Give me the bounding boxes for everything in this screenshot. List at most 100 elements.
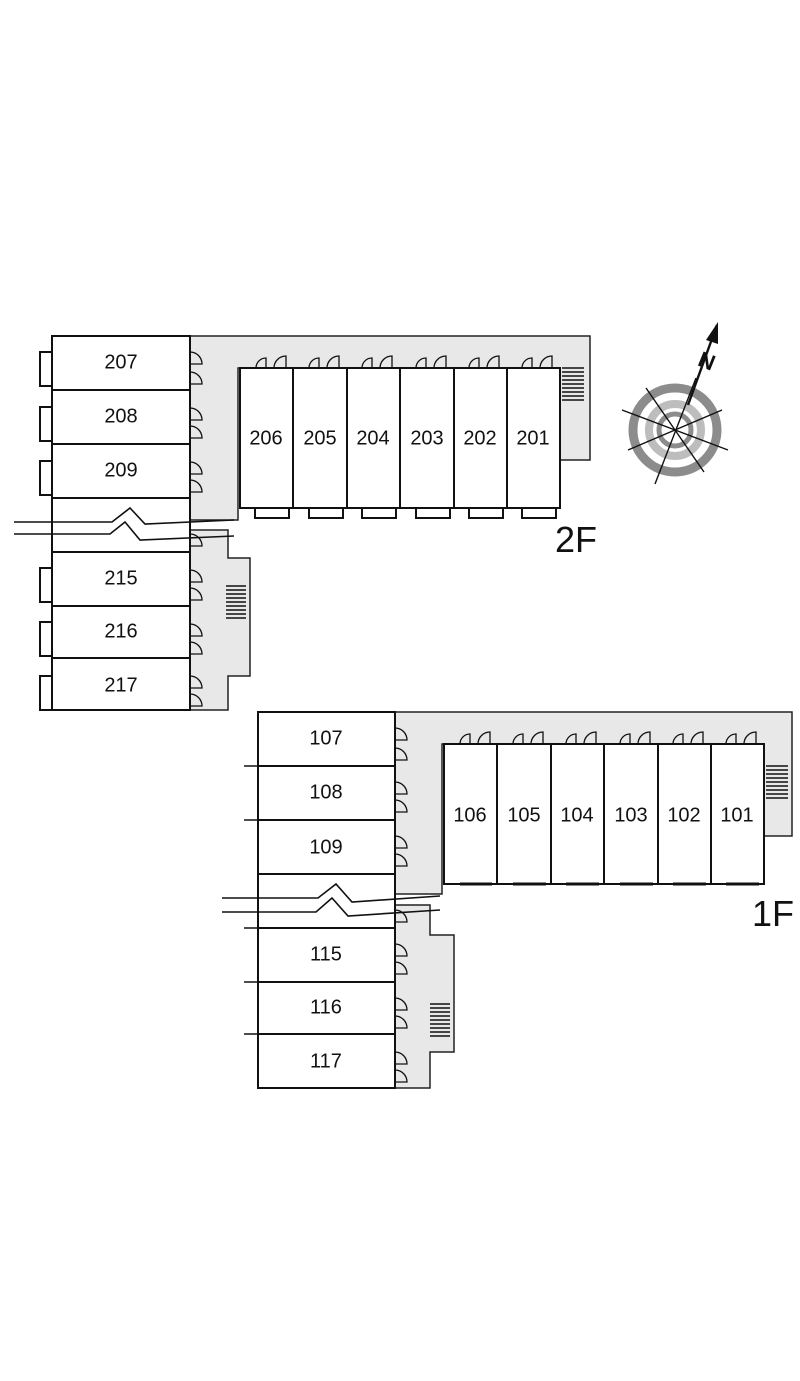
unit-label-207: 207 xyxy=(104,351,137,373)
door-icon xyxy=(361,357,373,369)
floor-1f-corridor-west xyxy=(394,904,455,1089)
door-icon xyxy=(189,533,203,547)
door-icon xyxy=(486,355,500,369)
door-icon xyxy=(477,731,491,745)
unit-205 xyxy=(292,367,348,509)
unit-label-116: 116 xyxy=(310,996,342,1018)
door-icon xyxy=(255,357,267,369)
door-icon xyxy=(530,731,544,745)
door-icon xyxy=(394,997,408,1011)
unit-217 xyxy=(51,657,191,711)
unit-207 xyxy=(51,335,191,391)
unit-label-206: 206 xyxy=(249,427,282,449)
unit-203 xyxy=(399,367,455,509)
unit-label-106: 106 xyxy=(453,804,486,826)
unit-label-105: 105 xyxy=(507,804,540,826)
unit-label-107: 107 xyxy=(309,727,342,749)
compass-north-label: N xyxy=(695,346,719,375)
balcony-sash xyxy=(39,460,53,496)
door-icon xyxy=(394,943,408,957)
staircase-icon xyxy=(766,765,788,799)
door-icon xyxy=(308,357,320,369)
unit-label-104: 104 xyxy=(560,804,593,826)
unit-label-201: 201 xyxy=(516,427,549,449)
door-icon xyxy=(189,407,203,421)
door-icon xyxy=(394,835,408,849)
unit-117 xyxy=(257,1033,396,1089)
unit-label-117: 117 xyxy=(310,1050,342,1072)
door-icon xyxy=(189,351,203,365)
floor-2f-plan: 207 208 209 215 216 217 xyxy=(14,335,597,711)
floor-1f-east-doors xyxy=(459,731,757,745)
balcony-sash xyxy=(39,567,53,603)
door-icon xyxy=(512,733,524,745)
door-icon xyxy=(189,623,203,637)
compass-center-ring xyxy=(656,411,694,449)
floor-2f-east-rooms: 206 205 204 203 202 201 xyxy=(239,367,561,519)
north-arrow-head xyxy=(706,322,718,344)
door-icon xyxy=(326,355,340,369)
door-icon xyxy=(565,733,577,745)
balcony-sash xyxy=(39,675,53,711)
balcony-sash xyxy=(39,406,53,442)
unit-209 xyxy=(51,443,191,499)
door-icon xyxy=(619,733,631,745)
break-line-icon xyxy=(222,882,441,917)
door-icon xyxy=(743,731,757,745)
unit-103 xyxy=(603,743,659,885)
compass-icon: N xyxy=(621,322,729,485)
balcony-sash xyxy=(308,507,344,519)
door-icon xyxy=(539,355,553,369)
unit-201 xyxy=(506,367,561,509)
unit-label-101: 101 xyxy=(720,804,753,826)
door-icon xyxy=(273,355,287,369)
unit-label-217: 217 xyxy=(104,674,137,696)
balcony-sash xyxy=(39,621,53,657)
staircase-icon xyxy=(226,585,246,619)
door-icon xyxy=(690,731,704,745)
door-icon xyxy=(189,371,203,385)
unit-101 xyxy=(710,743,765,885)
balcony-sash xyxy=(521,507,557,519)
unit-216 xyxy=(51,605,191,659)
floor-1f-label: 1F xyxy=(752,893,794,934)
door-icon xyxy=(394,781,408,795)
staircase-icon xyxy=(430,1003,450,1037)
break-line-icon xyxy=(14,506,235,541)
unit-label-202: 202 xyxy=(463,427,496,449)
door-icon xyxy=(725,733,737,745)
unit-label-108: 108 xyxy=(309,781,342,803)
unit-label-215: 215 xyxy=(104,567,137,589)
door-icon xyxy=(189,693,203,707)
balcony-sash xyxy=(415,507,451,519)
door-icon xyxy=(637,731,651,745)
door-icon xyxy=(189,587,203,601)
door-icon xyxy=(394,799,408,813)
unit-204 xyxy=(346,367,401,509)
unit-label-204: 204 xyxy=(356,427,389,449)
floor-1f-west-rooms: 107 108 109 115 116 117 xyxy=(244,711,396,1089)
unit-label-103: 103 xyxy=(614,804,647,826)
unit-116 xyxy=(257,981,396,1035)
door-icon xyxy=(189,461,203,475)
unit-label-205: 205 xyxy=(303,427,336,449)
door-icon xyxy=(583,731,597,745)
floor-2f-west-doors xyxy=(189,351,203,707)
unit-label-216: 216 xyxy=(104,620,137,642)
balcony-sash xyxy=(254,507,290,519)
door-icon xyxy=(394,1069,408,1083)
door-icon xyxy=(468,357,480,369)
door-icon xyxy=(394,909,408,923)
door-icon xyxy=(394,1015,408,1029)
door-icon xyxy=(433,355,447,369)
unit-215 xyxy=(51,551,191,607)
floor-1f-plan: 107 108 109 115 116 117 xyxy=(222,711,794,1089)
door-icon xyxy=(189,675,203,689)
door-icon xyxy=(394,1051,408,1065)
balcony-sash xyxy=(361,507,397,519)
door-icon xyxy=(394,747,408,761)
unit-label-109: 109 xyxy=(309,836,342,858)
door-icon xyxy=(189,569,203,583)
floor-1f-west-doors xyxy=(394,727,408,1083)
